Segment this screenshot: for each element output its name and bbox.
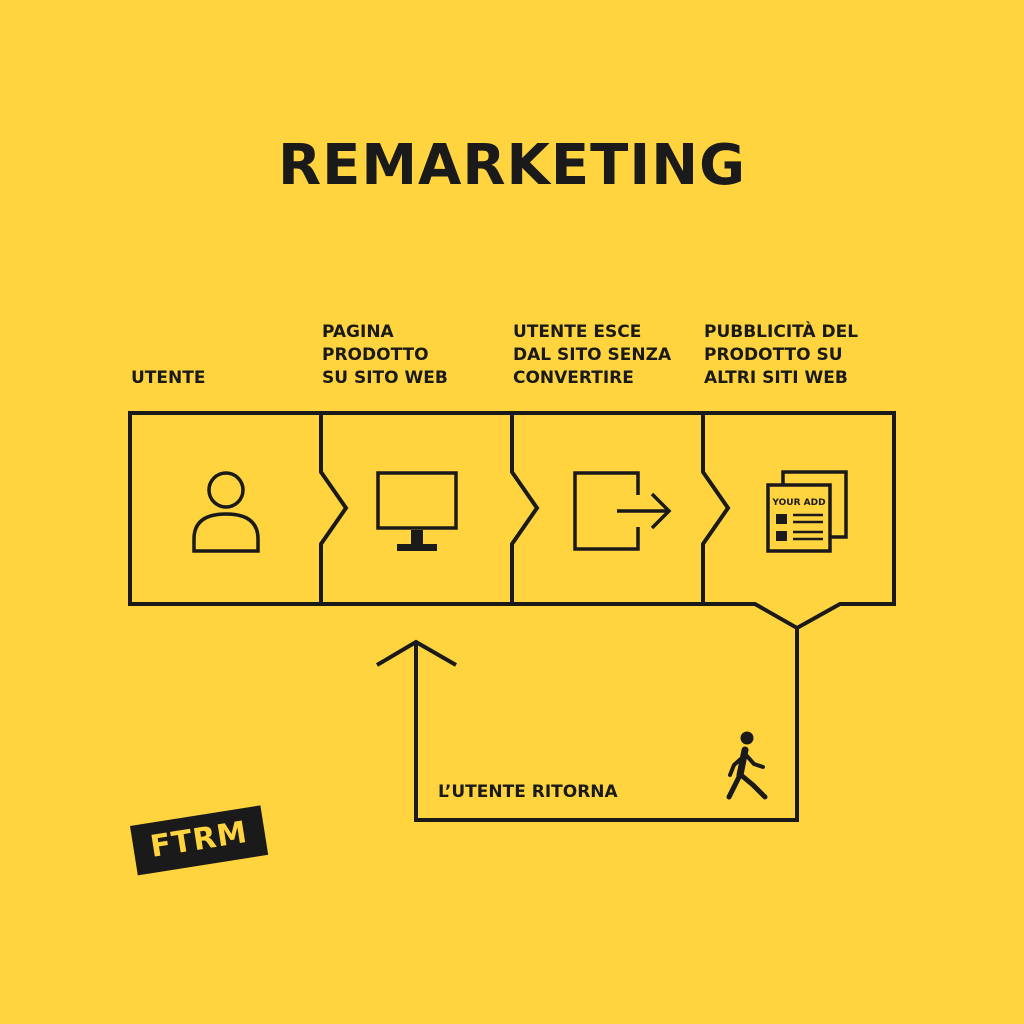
divider-chevron-1 <box>319 413 349 604</box>
exit-icon <box>573 471 672 551</box>
walking-person-icon <box>726 731 768 800</box>
user-icon <box>192 471 260 553</box>
monitor-icon <box>376 471 458 551</box>
ad-pages-icon: YOUR ADD <box>766 470 848 553</box>
page-title: REMARKETING <box>277 133 747 198</box>
flow-strip-outline <box>128 411 896 631</box>
divider-chevron-2 <box>510 413 540 604</box>
return-arrow-head <box>375 639 457 667</box>
divider-chevron-3 <box>701 413 731 604</box>
step-label-pagina-prodotto: PAGINA PRODOTTO SU SITO WEB <box>322 322 448 388</box>
return-loop-line <box>414 628 799 822</box>
ad-text: YOUR ADD <box>771 498 825 508</box>
return-label: L’UTENTE RITORNA <box>438 782 618 802</box>
step-label-utente: UTENTE <box>131 368 206 388</box>
step-label-utente-esce: UTENTE ESCE DAL SITO SENZA CONVERTIRE <box>513 322 672 388</box>
step-label-pubblicita: PUBBLICITÀ DEL PRODOTTO SU ALTRI SITI WE… <box>704 322 859 388</box>
